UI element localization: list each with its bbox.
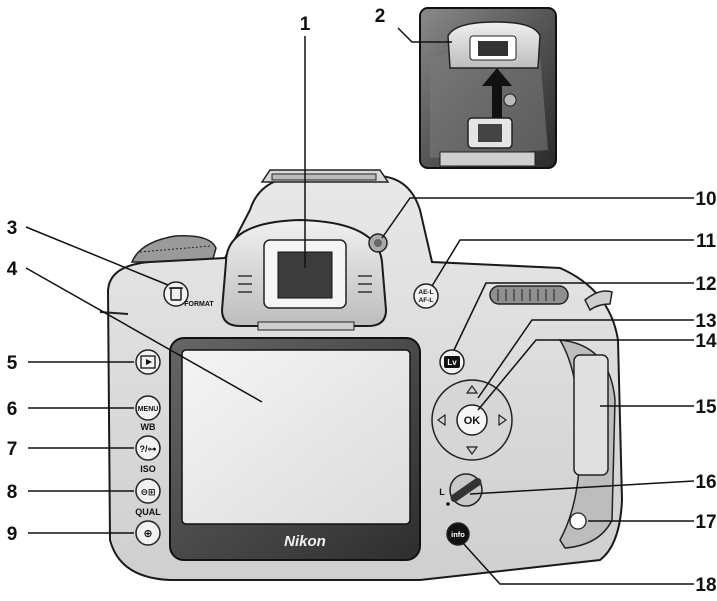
main-command-dial[interactable] [489, 285, 569, 305]
monitor-frame: Nikon [169, 337, 421, 561]
lock-label: L [439, 487, 445, 497]
diopter-control[interactable] [368, 233, 388, 253]
svg-text:?/⊶: ?/⊶ [140, 444, 157, 454]
callout-9: 9 [7, 524, 18, 545]
format-label: FORMAT [184, 301, 214, 308]
callout-17: 17 [695, 512, 716, 533]
brand-logo: Nikon [284, 533, 326, 550]
iso-thumbnail-button[interactable]: ISO ⊖⊞ [135, 464, 161, 504]
callout-8: 8 [7, 482, 18, 503]
qual-zoom-in-button[interactable]: QUAL ⊕ [135, 507, 161, 546]
eyecup-removal-inset [419, 7, 557, 169]
viewfinder-eyepiece [220, 218, 388, 331]
qual-label: QUAL [135, 507, 161, 517]
callout-3: 3 [7, 218, 18, 239]
live-view-button[interactable]: Lv [439, 349, 465, 375]
af-l-label: AF-L [419, 297, 434, 304]
zoom-in-icon: ⊕ [143, 528, 152, 540]
ae-l-label: AE-L [418, 289, 433, 296]
menu-button-label: MENU [138, 406, 159, 413]
ok-label: OK [464, 415, 481, 427]
callout-11: 11 [696, 231, 717, 252]
callout-7: 7 [7, 439, 18, 460]
callout-14: 14 [695, 331, 717, 352]
iso-label: ISO [140, 464, 156, 474]
menu-button[interactable]: MENU [135, 395, 161, 421]
callout-1: 1 [300, 14, 311, 35]
callout-18: 18 [695, 575, 716, 596]
leader-lines [25, 27, 695, 585]
callout-13: 13 [695, 311, 716, 332]
zoom-out-icon: ⊖⊞ [140, 487, 155, 497]
lcd-monitor [181, 349, 411, 525]
callout-2: 2 [375, 6, 386, 27]
callout-5: 5 [7, 353, 18, 374]
info-label: info [451, 530, 465, 539]
wb-help-button[interactable]: WB ?/⊶ [135, 422, 161, 461]
wb-label: WB [141, 422, 156, 432]
lv-label: Lv [447, 358, 457, 367]
info-button[interactable]: info [446, 522, 470, 546]
callout-4: 4 [7, 259, 18, 280]
callout-15: 15 [695, 397, 717, 418]
ok-button[interactable]: OK [456, 404, 488, 436]
ae-af-lock-button[interactable]: AE-L AF-L [413, 283, 439, 309]
callout-labels: 1 2 3 4 5 6 7 8 9 10 11 12 13 14 15 16 1… [7, 6, 717, 596]
callout-12: 12 [695, 274, 716, 295]
callout-6: 6 [7, 399, 18, 420]
delete-button[interactable]: FORMAT [163, 281, 214, 308]
playback-button[interactable] [135, 349, 161, 375]
infrared-receiver [569, 512, 587, 530]
focus-selector-lock[interactable]: L [439, 473, 483, 507]
callout-16: 16 [695, 472, 716, 493]
callout-10: 10 [695, 189, 716, 210]
